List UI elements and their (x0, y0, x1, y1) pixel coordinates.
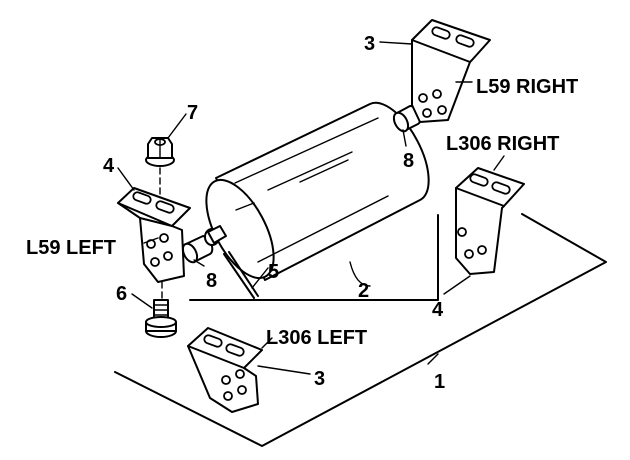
callout-5: 5 (268, 261, 279, 283)
callout-8-right: 8 (403, 150, 414, 172)
label-l59-right: L59 RIGHT (476, 76, 578, 98)
bracket-l59-left (117, 187, 191, 283)
callout-2: 2 (358, 280, 369, 302)
callout-3-bottom: 3 (314, 368, 325, 390)
callout-7: 7 (187, 102, 198, 124)
bracket-l306-right (455, 167, 525, 275)
label-l59-left: L59 LEFT (26, 237, 116, 259)
callout-3-top: 3 (364, 33, 375, 55)
bracket-l59-right (411, 19, 491, 123)
fitting-5 (204, 225, 259, 299)
flange-nut-7 (145, 137, 175, 199)
mounting-plate (114, 213, 607, 447)
label-l306-right: L306 RIGHT (446, 133, 559, 155)
callout-6: 6 (116, 283, 127, 305)
bracket-l306-left (187, 327, 263, 413)
callout-8-left: 8 (206, 270, 217, 292)
leader-lines (117, 41, 505, 375)
callout-4-left: 4 (103, 155, 115, 177)
callout-4-right: 4 (432, 299, 444, 321)
callout-1: 1 (434, 371, 445, 393)
label-l306-left: L306 LEFT (266, 327, 367, 349)
bolt-6 (145, 281, 177, 338)
